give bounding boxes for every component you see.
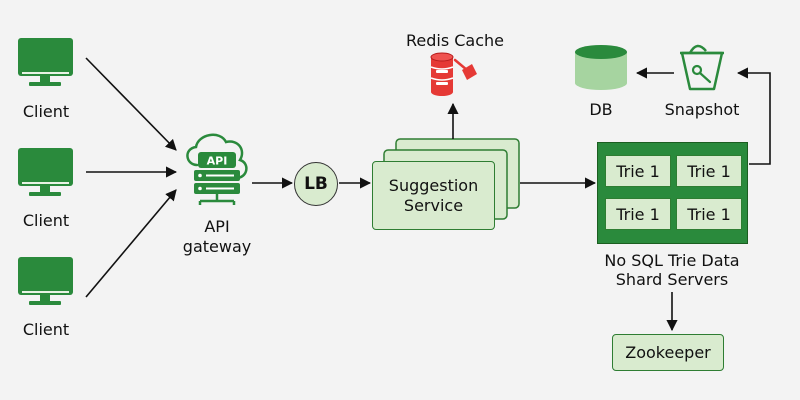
snapshot-label: Snapshot [664,100,740,119]
redis-cache-icon [430,52,477,96]
trie-node: Trie 1 [676,155,742,187]
client-monitor-icon [18,38,73,86]
client-label: Client [22,102,70,121]
client-monitor-icon [18,257,73,305]
client-monitor-icon [18,148,73,196]
arrow-client1-to-gateway [85,57,177,151]
redis-cache-label: Redis Cache [405,31,505,50]
trie-node: Trie 1 [605,155,671,187]
load-balancer-node: LB [294,162,338,206]
client-label: Client [22,320,70,339]
snapshot-icon [680,44,724,91]
suggestion-service-line2: Service [403,195,464,215]
suggestion-service-line1: Suggestion [388,175,479,195]
arrow-shards-to-snapshot [736,67,771,165]
api-gateway-label-line1: API [204,217,230,236]
api-gateway-icon [186,133,248,205]
shard-servers-label-line2: Shard Servers [615,270,729,289]
api-gateway-label-line2: gateway [182,237,252,256]
api-icon-text: API [207,155,228,168]
db-label: DB [589,100,613,119]
load-balancer-label: LB [304,174,328,194]
suggestion-service-box: Suggestion Service [372,161,495,230]
arrow-client3-to-gateway [85,189,177,298]
zookeeper-box: Zookeeper [612,334,724,371]
client-label: Client [22,211,70,230]
shard-servers-label-line1: No SQL Trie Data [604,251,740,270]
db-cylinder-icon [575,45,627,90]
trie-node: Trie 1 [676,198,742,230]
trie-node: Trie 1 [605,198,671,230]
